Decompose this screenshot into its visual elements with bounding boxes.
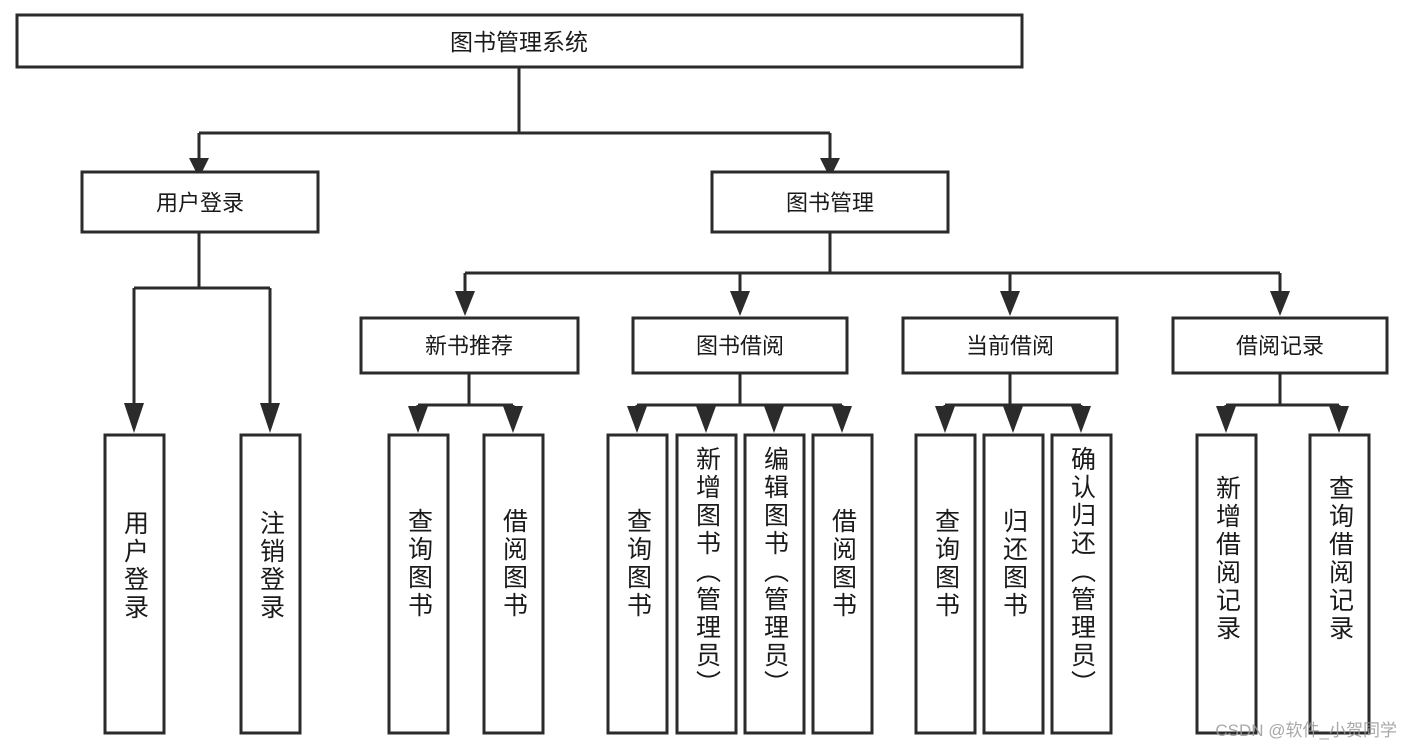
leaf-logout-login-box[interactable] (239, 433, 302, 735)
node-book-management-label: 图书管理 (786, 191, 874, 216)
arrowhead-book-borrow (730, 291, 750, 316)
node-current-borrow-box[interactable] (901, 316, 1119, 375)
node-book-borrow-label: 图书借阅 (696, 334, 784, 359)
leaf-user-login-box[interactable] (103, 433, 166, 735)
arrowhead-leaf-query-book-1 (408, 406, 428, 433)
leaf-add-book-box[interactable] (675, 433, 738, 735)
node-new-book-recommend[interactable]: 新书推荐 (359, 316, 580, 375)
node-user-login[interactable]: 用户登录 (80, 170, 320, 234)
node-root-system-box[interactable] (15, 13, 1024, 69)
node-new-book-recommend-label: 新书推荐 (425, 334, 513, 359)
node-book-borrow[interactable]: 图书借阅 (631, 316, 849, 375)
leaf-node-layer (103, 433, 1371, 735)
node-borrow-record-label: 借阅记录 (1236, 334, 1324, 359)
node-new-book-recommend-box[interactable] (359, 316, 580, 375)
node-current-borrow-label: 当前借阅 (966, 334, 1054, 359)
csdn-watermark: CSDN @软件_小贺同学 (1215, 721, 1397, 740)
node-root-system[interactable]: 图书管理系统 (15, 13, 1024, 69)
arrowhead-leaf-user-login (124, 403, 144, 433)
arrowhead-leaf-query-book-2 (627, 406, 647, 433)
leaf-edit-book-box[interactable] (743, 433, 806, 735)
arrowhead-leaf-query-record (1329, 406, 1349, 433)
arrowhead-leaf-query-book-3 (935, 406, 955, 433)
leaf-borrow-book-1-box[interactable] (482, 433, 545, 735)
arrowhead-user-login (189, 158, 209, 178)
arrowhead-leaf-borrow-book-1 (503, 406, 523, 433)
node-borrow-record[interactable]: 借阅记录 (1171, 316, 1389, 375)
arrowhead-leaf-edit-book (764, 406, 784, 433)
node-current-borrow[interactable]: 当前借阅 (901, 316, 1119, 375)
arrowhead-current-borrow (1000, 291, 1020, 316)
leaf-borrow-book-2-box[interactable] (811, 433, 874, 735)
connector-layer (124, 67, 1349, 433)
arrowhead-leaf-add-book (696, 406, 716, 433)
arrowhead-leaf-borrow-book-2 (832, 406, 852, 433)
node-user-login-box[interactable] (80, 170, 320, 234)
node-user-login-label: 用户登录 (156, 191, 244, 216)
leaf-query-book-3-box[interactable] (914, 433, 977, 735)
arrowhead-leaf-logout-login (260, 403, 280, 433)
node-root-system-label: 图书管理系统 (450, 29, 588, 55)
leaf-query-record-box[interactable] (1308, 433, 1371, 735)
arrowhead-leaf-return-book (1003, 406, 1023, 433)
leaf-query-book-2-box[interactable] (606, 433, 669, 735)
node-book-borrow-box[interactable] (631, 316, 849, 375)
leaf-return-book-box[interactable] (982, 433, 1045, 735)
node-book-management-box[interactable] (710, 170, 950, 234)
arrowhead-book-management (820, 158, 840, 178)
arrowhead-new-book-recommend (455, 291, 475, 316)
arrowhead-leaf-add-record (1216, 406, 1236, 433)
node-book-management[interactable]: 图书管理 (710, 170, 950, 234)
arrowhead-borrow-record (1270, 291, 1290, 316)
leaf-query-book-1-box[interactable] (387, 433, 450, 735)
leaf-add-record-box[interactable] (1195, 433, 1258, 735)
node-borrow-record-box[interactable] (1171, 316, 1389, 375)
leaf-confirm-return-box[interactable] (1050, 433, 1113, 735)
arrowhead-leaf-confirm-return (1071, 406, 1091, 433)
